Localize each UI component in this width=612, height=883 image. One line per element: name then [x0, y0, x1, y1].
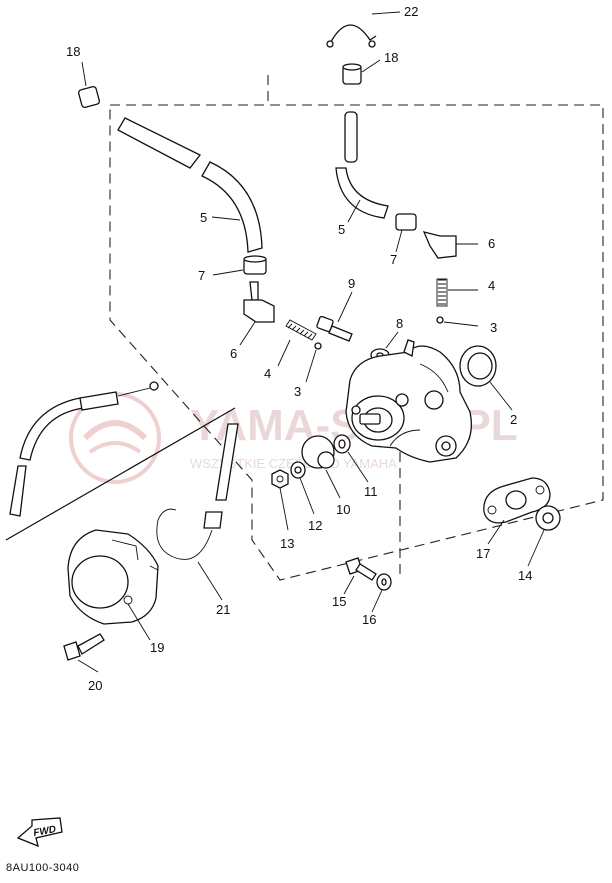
- ball-3-left: [314, 342, 322, 350]
- leader-line: [277, 339, 291, 367]
- hose-5-left: [117, 117, 263, 253]
- callout-17: 17: [476, 546, 490, 561]
- callout-7-right: 7: [390, 252, 397, 267]
- leader-line: [361, 59, 381, 73]
- document-code: 8AU100-3040: [6, 862, 80, 874]
- callout-19: 19: [150, 640, 164, 655]
- washer-16: [376, 573, 392, 591]
- callout-6-right: 6: [488, 236, 495, 251]
- oil-pump-body: [345, 339, 473, 463]
- washer-12: [290, 461, 306, 479]
- group-boundary-outline: [109, 104, 604, 581]
- callout-5-right: 5: [338, 222, 345, 237]
- leader-line: [395, 229, 403, 253]
- collar-7-left: [243, 255, 267, 275]
- leader-line: [343, 575, 355, 595]
- bolt-20: [63, 633, 105, 661]
- leader-line: [212, 269, 244, 276]
- leader-line: [489, 381, 513, 411]
- pump-cable: [9, 381, 159, 517]
- section-separator-line: [5, 407, 236, 541]
- callout-15: 15: [332, 594, 346, 609]
- leader-line: [197, 561, 223, 601]
- ball-3-right: [436, 316, 444, 324]
- leader-line: [239, 321, 256, 346]
- o-ring-14: [535, 505, 561, 531]
- leader-line: [371, 589, 383, 613]
- washer-11: [333, 434, 351, 454]
- callout-5-left: 5: [200, 210, 207, 225]
- nut-13: [271, 469, 289, 489]
- elbow-6-right: [422, 231, 457, 259]
- spring-4-left: [285, 319, 317, 341]
- callout-7-left: 7: [198, 268, 205, 283]
- collar-7-right: [395, 213, 417, 231]
- callout-11: 11: [364, 484, 378, 499]
- bolt-15: [345, 557, 377, 581]
- leader-line: [443, 321, 479, 327]
- callout-21: 21: [216, 602, 230, 617]
- leader-line: [81, 61, 87, 87]
- oil-seal-2: [459, 345, 497, 387]
- leader-line: [77, 659, 99, 673]
- leader-line: [347, 451, 369, 483]
- callout-12: 12: [308, 518, 322, 533]
- cap-18-right: [342, 63, 362, 85]
- callout-4-left: 4: [264, 366, 271, 381]
- leader-line: [279, 487, 289, 531]
- leader-line: [371, 11, 401, 15]
- leader-line: [127, 603, 151, 641]
- callout-14: 14: [518, 568, 532, 583]
- leader-line: [385, 331, 399, 349]
- callout-6-left: 6: [230, 346, 237, 361]
- leader-line: [347, 199, 361, 223]
- callout-22: 22: [404, 4, 418, 19]
- leader-line: [211, 216, 241, 221]
- callout-20: 20: [88, 678, 102, 693]
- cap-18-left: [78, 86, 100, 108]
- clip-22: [326, 24, 377, 48]
- spring-4-right: [436, 278, 448, 307]
- gear-10: [301, 435, 335, 469]
- callout-16: 16: [362, 612, 376, 627]
- screw-9: [316, 315, 353, 342]
- gasket-17: [483, 477, 551, 524]
- fwd-label: FWD: [33, 824, 57, 839]
- callout-10: 10: [336, 502, 350, 517]
- callout-18-right: 18: [384, 50, 398, 65]
- leader-line: [487, 519, 505, 545]
- callout-3-right: 3: [490, 320, 497, 335]
- leader-line: [299, 477, 315, 515]
- leader-line: [337, 291, 353, 323]
- callout-8: 8: [396, 316, 403, 331]
- callout-3-left: 3: [294, 384, 301, 399]
- callout-2: 2: [510, 412, 517, 427]
- leader-line: [325, 469, 341, 499]
- pump-cover-19: [67, 529, 159, 625]
- leader-line: [305, 349, 317, 383]
- callout-13: 13: [280, 536, 294, 551]
- hose-5-right: [335, 111, 389, 219]
- leader-line: [527, 529, 545, 567]
- callout-4-right: 4: [488, 278, 495, 293]
- callout-18-left: 18: [66, 44, 80, 59]
- cable-sensor-21: [156, 423, 239, 560]
- elbow-6-left: [243, 281, 275, 323]
- callout-9: 9: [348, 276, 355, 291]
- fwd-arrow-icon: FWD: [16, 817, 63, 848]
